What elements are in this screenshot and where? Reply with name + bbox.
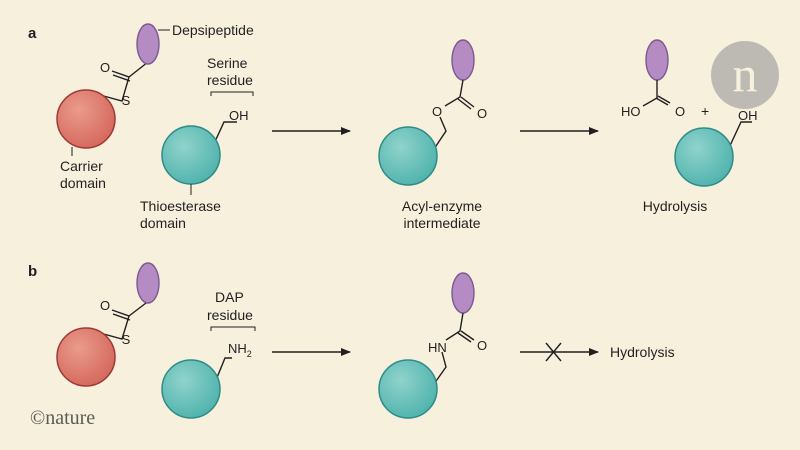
hydrolysis-label-a: Hydrolysis [643, 198, 708, 214]
panel-b-depsipeptide [136, 262, 160, 304]
dap-label-1: DAP [215, 289, 244, 305]
acid-carbonyl-o: O [675, 104, 685, 119]
hydrolysis-label-b: Hydrolysis [610, 344, 675, 360]
amine-label: NH2 [228, 341, 252, 359]
intermediate-carbonyl-o: O [477, 106, 487, 121]
carbonyl-oxygen: O [100, 60, 110, 75]
dap-domain-sphere [161, 359, 221, 419]
nature-logo: n [711, 41, 779, 109]
copyright-nature: ©nature [30, 407, 95, 429]
panel-b-sulfur: S [122, 332, 131, 347]
depsipeptide-label: Depsipeptide [172, 22, 254, 38]
amide-carbonyl-o: O [477, 338, 487, 353]
panel-b-amide-product: HN O [378, 272, 487, 419]
intermediate-sphere [378, 126, 438, 186]
intermediate-depsipeptide [451, 39, 475, 81]
panel-a-label: a [28, 25, 37, 42]
thioesterase-label-2: domain [140, 215, 186, 231]
panel-a-intermediate: O O Acyl-enzyme intermediate [378, 39, 487, 231]
regenerated-hydroxyl: OH [738, 108, 758, 123]
panel-b-carrier-complex: O S [56, 262, 160, 387]
panel-a-products: HO O + OH Hydrolysis [621, 39, 758, 214]
serine-label-2: residue [207, 72, 253, 88]
cross-icon [545, 342, 562, 362]
regenerated-sphere [674, 127, 734, 187]
serine-label-1: Serine [207, 55, 248, 71]
intermediate-label-2: intermediate [403, 215, 480, 231]
amide-depsipeptide [451, 272, 475, 314]
panel-b-carrier-sphere [56, 327, 116, 387]
carrier-label-1: Carrier [60, 158, 103, 174]
dap-label-2: residue [207, 307, 253, 323]
thioesterase-domain-sphere [161, 125, 221, 185]
thioesterase-label-1: Thioesterase [140, 198, 221, 214]
panel-b-label: b [28, 263, 37, 280]
depsipeptide-icon [136, 23, 160, 65]
released-depsipeptide [645, 39, 669, 81]
carrier-label-2: domain [60, 175, 106, 191]
plus-sign: + [701, 103, 709, 119]
hydroxyl-label: OH [229, 108, 249, 123]
intermediate-label-1: Acyl-enzyme [402, 198, 482, 214]
amide-sphere [378, 359, 438, 419]
panel-a-thioesterase: Serine residue OH Thioesterase domain [140, 55, 254, 231]
blocked-hydrolysis: Hydrolysis [520, 342, 675, 362]
sulfur-atom: S [122, 93, 131, 108]
carrier-domain-sphere [56, 89, 116, 149]
svg-text:n: n [733, 46, 758, 102]
ester-oxygen: O [432, 104, 442, 119]
panel-b-carbonyl-o: O [100, 298, 110, 313]
amide-nh: HN [428, 340, 447, 355]
panel-b-dap-domain: DAP residue NH2 [161, 289, 256, 419]
panel-a-carrier-complex: Depsipeptide O S Carrier domain [56, 22, 254, 191]
acid-hydroxyl: HO [621, 104, 641, 119]
